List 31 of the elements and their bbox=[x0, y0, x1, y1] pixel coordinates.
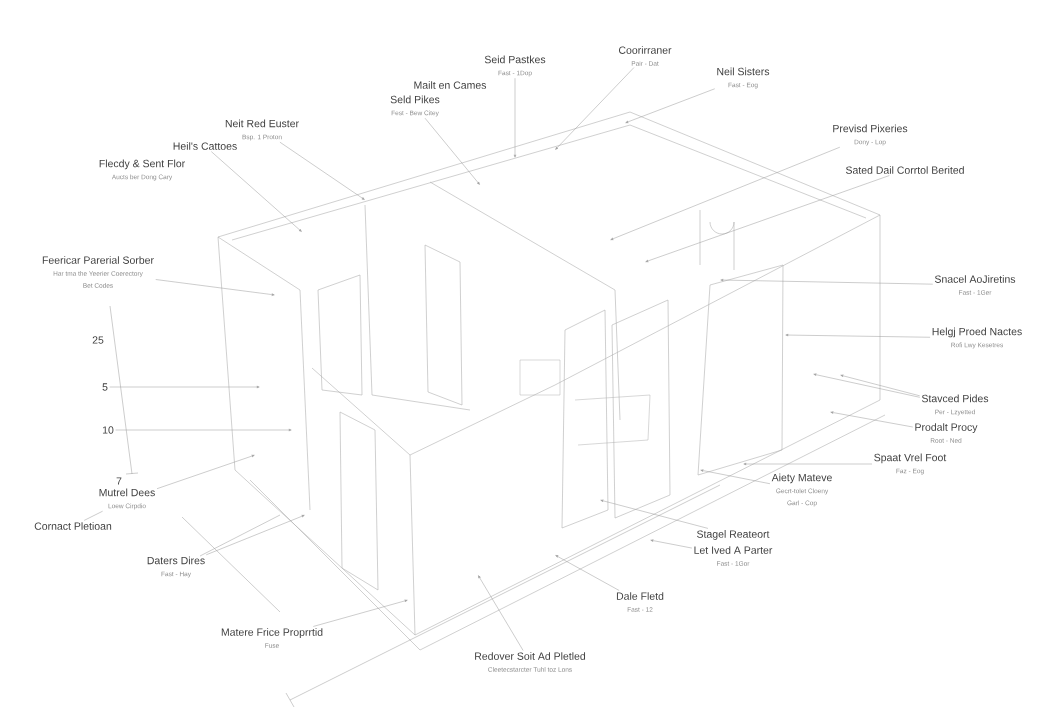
callout-label: Mailt en Cames bbox=[414, 81, 487, 89]
callout-label: Stagel Reateort bbox=[697, 530, 770, 540]
leader-line bbox=[478, 575, 524, 651]
scale-number: 5 bbox=[102, 383, 108, 391]
leader-line bbox=[156, 454, 255, 489]
leader-line bbox=[205, 515, 305, 556]
leader-line bbox=[625, 88, 715, 123]
scale-number: 25 bbox=[92, 336, 104, 344]
leader-line bbox=[600, 499, 709, 529]
leader-line bbox=[211, 151, 302, 232]
leader-line bbox=[830, 411, 914, 428]
leader-line bbox=[785, 333, 931, 338]
leader-line bbox=[645, 175, 890, 263]
leader-line bbox=[720, 278, 933, 285]
leader-line bbox=[555, 555, 620, 591]
leader-line bbox=[155, 279, 275, 296]
leader-line bbox=[700, 469, 771, 484]
leader-line bbox=[840, 374, 920, 397]
leader-line bbox=[279, 141, 365, 200]
scale-number: 10 bbox=[102, 426, 114, 434]
leader-line bbox=[424, 117, 480, 185]
leader-line bbox=[555, 67, 635, 150]
callout-label: Heil's Cattoes bbox=[173, 142, 237, 150]
leader-line bbox=[313, 599, 408, 627]
scale-number: 7 bbox=[116, 477, 122, 485]
leader-line bbox=[813, 373, 920, 398]
leader-line bbox=[610, 146, 841, 240]
leader-line bbox=[83, 510, 103, 521]
callout-label: Sated Dail Corrtol Berited bbox=[845, 166, 964, 174]
callout-label: Cornact Pletioan bbox=[34, 522, 112, 530]
leader-line bbox=[650, 539, 693, 549]
